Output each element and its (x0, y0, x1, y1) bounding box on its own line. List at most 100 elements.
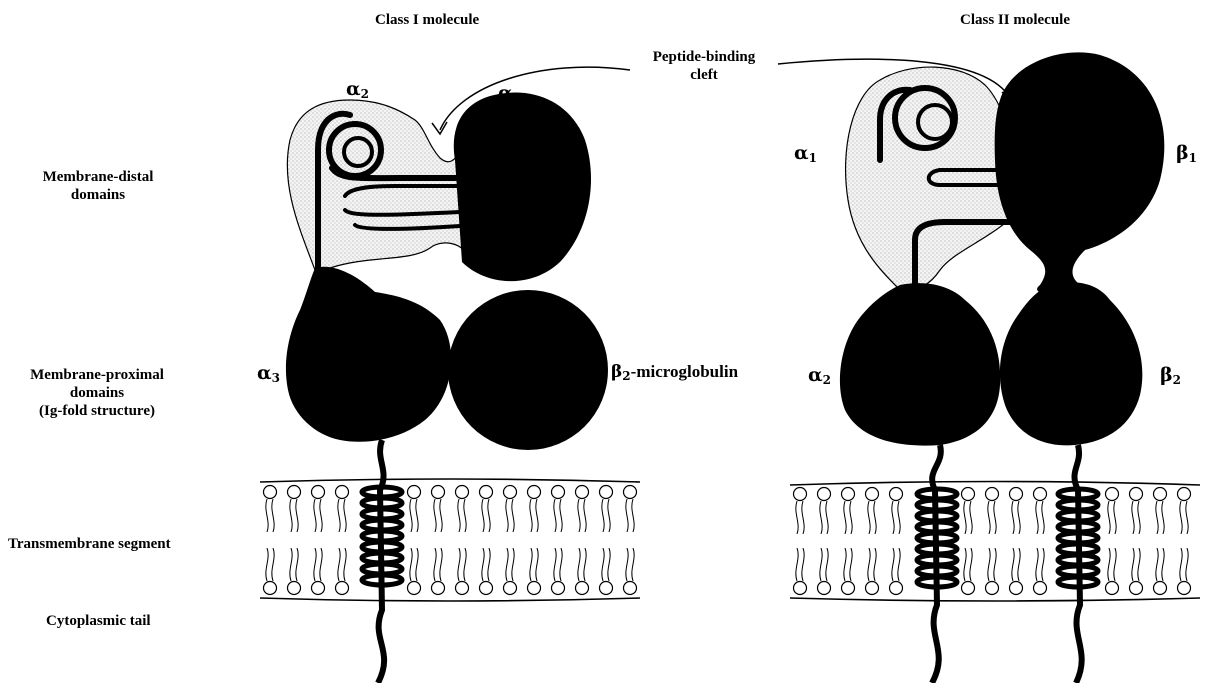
lipid-head (432, 582, 445, 595)
class-one-b2m-label: β2-microglobulin (611, 362, 738, 383)
lipid-head (1130, 582, 1143, 595)
lipid-tail (632, 499, 634, 532)
lipid-head (962, 582, 975, 595)
class-two-heading: Class II molecule (960, 11, 1070, 29)
lipid-head (818, 582, 831, 595)
class-one-alpha1-domain (454, 93, 591, 282)
lipid-head (890, 582, 903, 595)
class-one-heading: Class I molecule (375, 11, 479, 29)
lipid-head (986, 582, 999, 595)
lipid-tail (512, 548, 514, 581)
lipid-head (794, 488, 807, 501)
lipid-head (842, 582, 855, 595)
lipid-tail (826, 548, 828, 581)
lipid-tail (964, 548, 966, 581)
lipid-tail (602, 499, 604, 532)
lipid-tail (338, 499, 340, 532)
lipid-tail (584, 499, 586, 532)
lipid-head (528, 486, 541, 499)
lipid-tail (266, 548, 268, 581)
distal-line1: Membrane-distal (28, 168, 168, 186)
lipid-tail (530, 499, 532, 532)
lipid-tail (464, 499, 466, 532)
lipid-head (456, 486, 469, 499)
lipid-head (336, 486, 349, 499)
lipid-head (600, 486, 613, 499)
lipid-tail (874, 501, 876, 534)
lipid-tail (1012, 548, 1014, 581)
lipid-head (624, 486, 637, 499)
lipid-tail (1114, 501, 1116, 534)
lipid-tail (874, 548, 876, 581)
lipid-tail (1162, 501, 1164, 534)
lipid-tail (554, 548, 556, 581)
lipid-head (1010, 582, 1023, 595)
lipid-tail (416, 548, 418, 581)
lipid-head (480, 486, 493, 499)
lipid-tail (440, 499, 442, 532)
lipid-tail (988, 501, 990, 534)
lipid-tail (988, 548, 990, 581)
lipid-head (1178, 582, 1191, 595)
lipid-head (552, 486, 565, 499)
lipid-tail (290, 499, 292, 532)
class-one-a1-label: α1 (498, 82, 521, 105)
lipid-tail (1012, 501, 1014, 534)
lipid-tail (506, 499, 508, 532)
lipid-tail (344, 499, 346, 532)
lipid-tail (578, 548, 580, 581)
lipid-tail (554, 499, 556, 532)
membrane-class-one (260, 479, 640, 601)
lipid-tail (440, 548, 442, 581)
lipid-tail (290, 548, 292, 581)
class-one-b2m-domain (448, 290, 608, 450)
lipid-tail (1156, 548, 1158, 581)
proximal-line3: (Ig-fold structure) (12, 402, 182, 420)
lipid-tail (1180, 548, 1182, 581)
lipid-tail (994, 548, 996, 581)
lipid-head (1034, 488, 1047, 501)
lipid-tail (1180, 501, 1182, 534)
class-one-alpha3-domain (286, 267, 451, 442)
lipid-head (288, 486, 301, 499)
lipid-tail (458, 548, 460, 581)
class-two-a2-label: α2 (808, 364, 831, 387)
lipid-tail (314, 548, 316, 581)
lipid-head (1034, 582, 1047, 595)
lipid-tail (844, 501, 846, 534)
lipid-tail (1132, 548, 1134, 581)
distal-line2: domains (28, 186, 168, 204)
lipid-head (1154, 582, 1167, 595)
lipid-tail (820, 548, 822, 581)
lipid-tail (488, 548, 490, 581)
lipid-tail (488, 499, 490, 532)
lipid-head (504, 486, 517, 499)
lipid-tail (820, 501, 822, 534)
cleft-label-line2: cleft (634, 66, 774, 84)
lipid-tail (626, 499, 628, 532)
lipid-tail (560, 499, 562, 532)
proximal-line2: domains (12, 384, 182, 402)
lipid-tail (434, 548, 436, 581)
class-two-a1-label: α1 (794, 142, 817, 165)
lipid-tail (1018, 501, 1020, 534)
lipid-tail (266, 499, 268, 532)
lipid-head (986, 488, 999, 501)
class-two-alpha1-domain (846, 67, 1020, 290)
lipid-tail (482, 499, 484, 532)
lipid-tail (802, 548, 804, 581)
lipid-tail (1108, 501, 1110, 534)
lipid-tail (314, 499, 316, 532)
lipid-head (312, 486, 325, 499)
lipid-tail (1138, 548, 1140, 581)
lipid-tail (536, 548, 538, 581)
lipid-head (576, 486, 589, 499)
lipid-tail (1156, 501, 1158, 534)
lipid-tail (1042, 501, 1044, 534)
lipid-tail (1162, 548, 1164, 581)
class-two-beta1-domain (995, 52, 1165, 297)
lipid-head (624, 582, 637, 595)
lipid-head (890, 488, 903, 501)
lipid-tail (560, 548, 562, 581)
lipid-head (456, 582, 469, 595)
